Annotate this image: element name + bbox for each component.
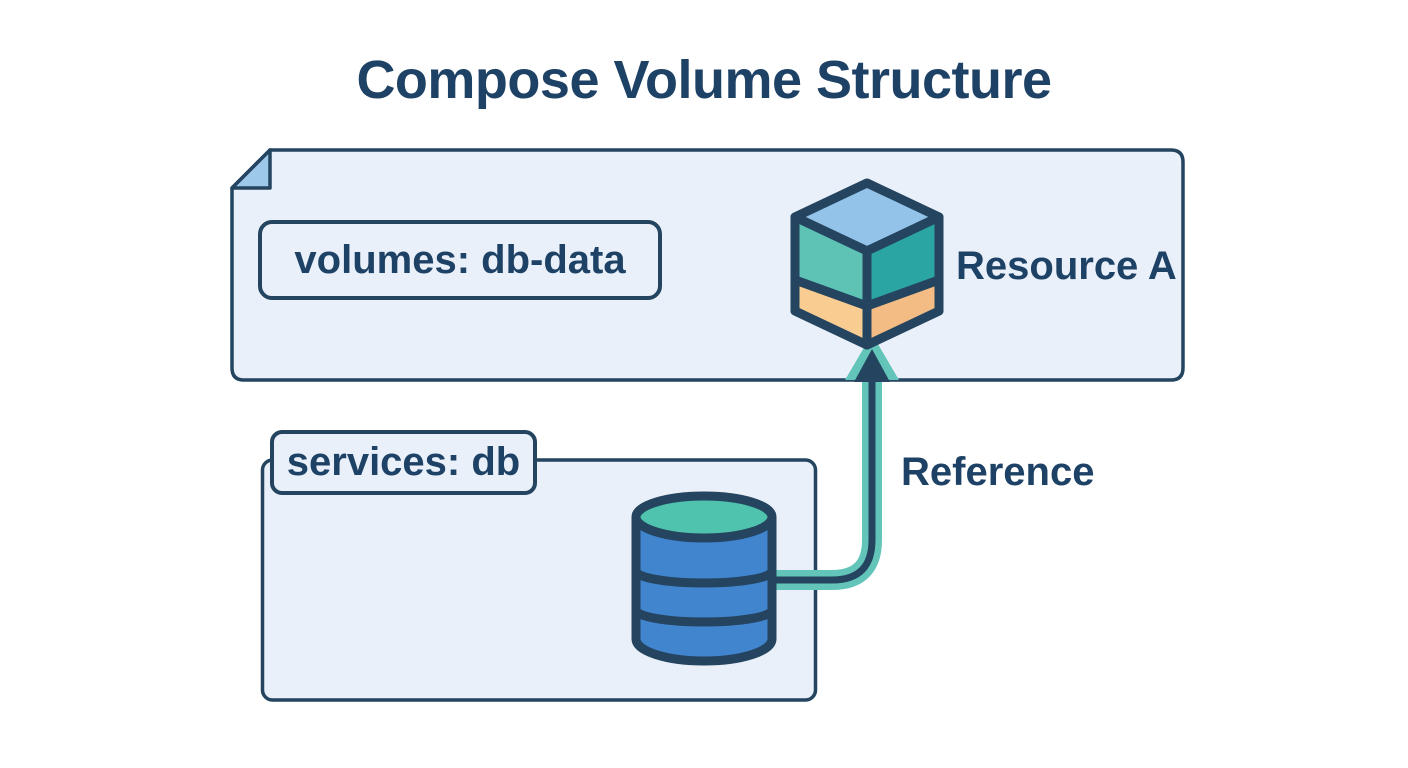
reference-label: Reference	[901, 450, 1095, 494]
database-top	[631, 491, 777, 543]
services-label-box: services: db	[270, 430, 537, 495]
services-label: services: db	[286, 440, 521, 484]
database-band-line-1	[631, 569, 777, 588]
arrow-up-icon	[758, 334, 899, 590]
arrow-head-inner	[854, 349, 890, 382]
cube-icon	[790, 178, 944, 350]
cube-right-band	[862, 275, 944, 350]
volumes-panel-body	[230, 148, 1185, 382]
volumes-panel-shape	[230, 148, 1185, 382]
database-band-line-2	[631, 608, 777, 627]
volumes-label-box: volumes: db-data	[258, 220, 662, 300]
resource-a-label: Resource A	[956, 244, 1177, 288]
arrow-inner-stroke	[762, 378, 876, 584]
database-body	[631, 517, 777, 666]
diagram-title: Compose Volume Structure	[356, 50, 1052, 110]
volumes-label: volumes: db-data	[294, 237, 626, 282]
folded-corner-icon	[230, 148, 272, 190]
database-icon	[631, 491, 777, 666]
